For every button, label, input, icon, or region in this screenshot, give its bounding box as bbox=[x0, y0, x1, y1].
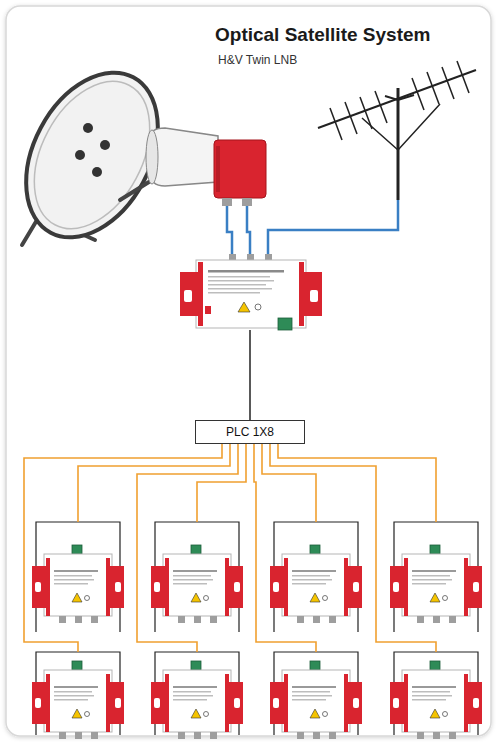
subtitle-label: H&V Twin LNB bbox=[218, 53, 297, 67]
fibre-wire bbox=[254, 444, 316, 652]
splitter-label: PLC 1X8 bbox=[226, 425, 274, 439]
fibre-wire bbox=[137, 444, 238, 652]
fibre-wire bbox=[197, 444, 246, 522]
fibre-wire bbox=[78, 444, 230, 522]
fibre-wire bbox=[278, 444, 436, 522]
splitter-box: PLC 1X8 bbox=[195, 420, 305, 444]
fibre-wire bbox=[270, 444, 436, 652]
diagram-title: Optical Satellite System bbox=[215, 24, 430, 46]
